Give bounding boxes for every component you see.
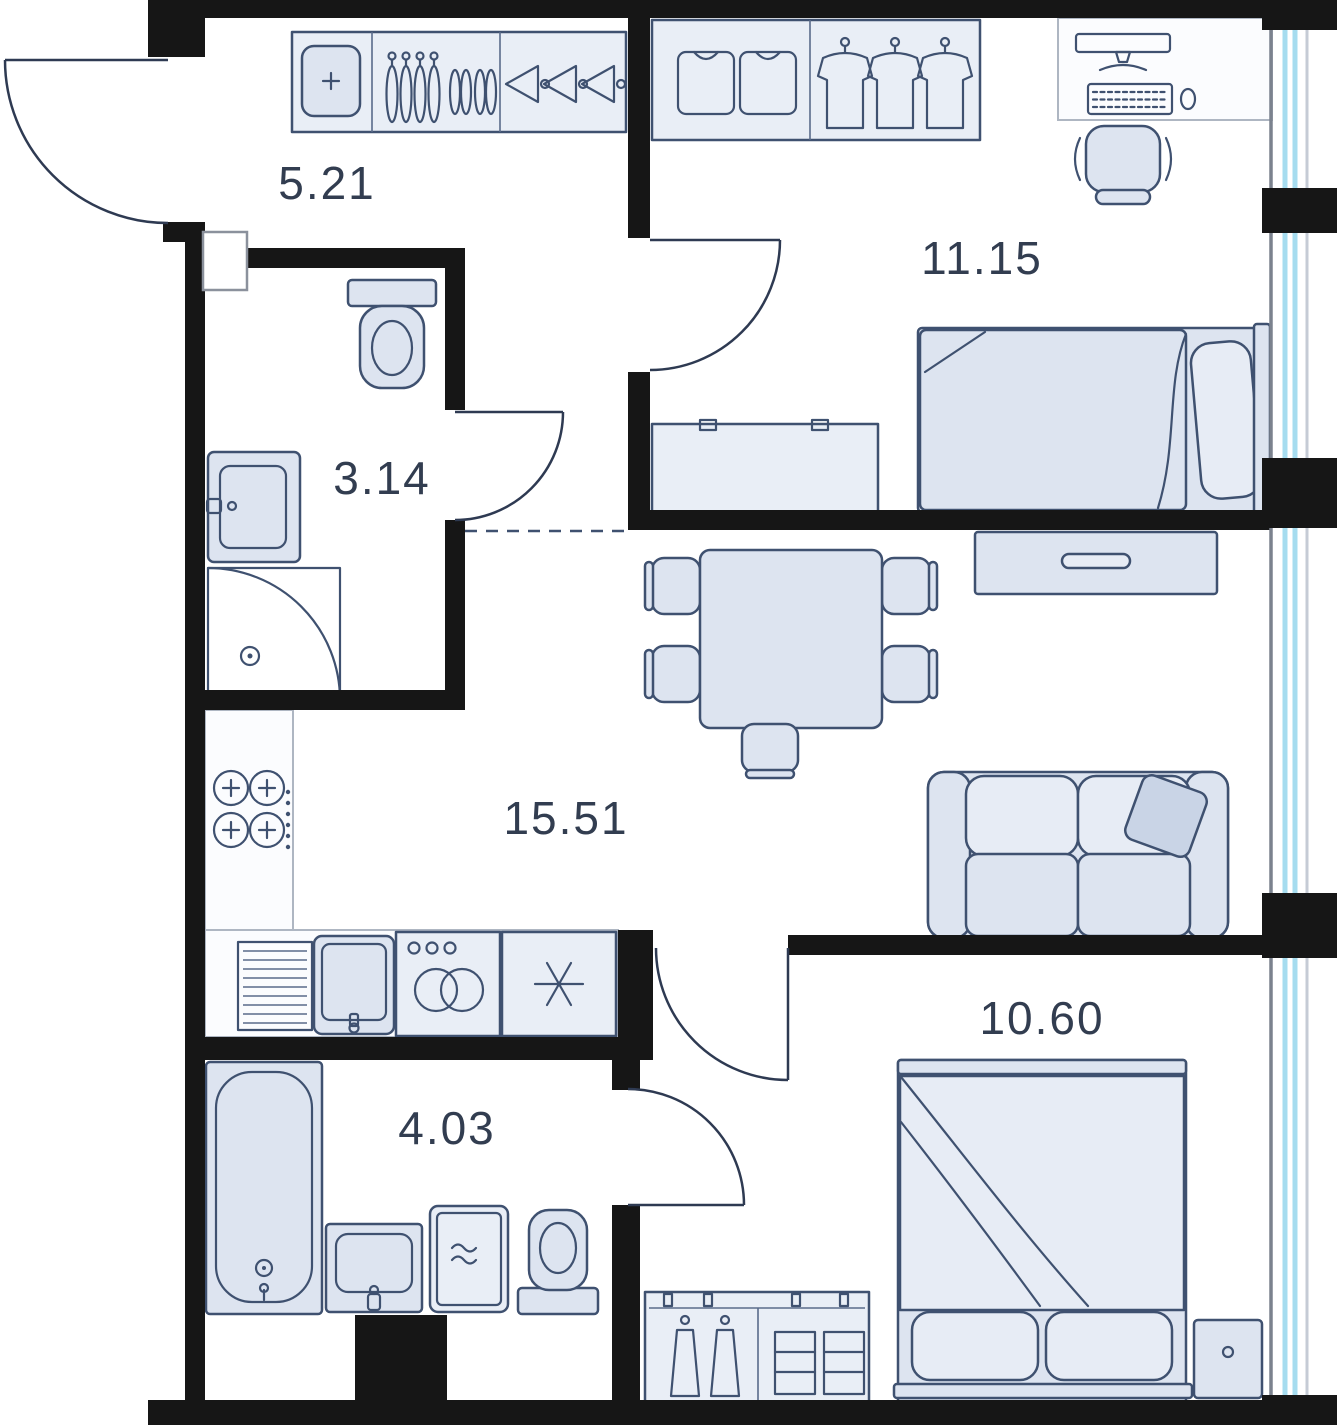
room-label-bedroom-2: 10.60 [979, 992, 1104, 1044]
dresser [973, 530, 1219, 596]
wall-bottom-right [612, 1400, 1287, 1425]
wall-corner-topright [1262, 0, 1337, 30]
headboard [892, 1382, 1194, 1400]
doors [3, 58, 790, 1207]
window-pier [1262, 188, 1337, 233]
console-cabinet [650, 418, 880, 518]
single-bed [916, 322, 1272, 518]
dining-chair [880, 644, 939, 704]
shirt-icon [816, 36, 974, 130]
wall-corner-bottomright [1262, 1395, 1337, 1425]
folded-shirt-icon [676, 50, 798, 116]
window [1269, 30, 1309, 188]
sofa-pillow [1123, 773, 1209, 859]
windows [1269, 30, 1309, 1395]
room-labels: 5.21 3.14 11.15 15.51 4.03 10.60 [278, 157, 1104, 1154]
sofa [926, 770, 1230, 940]
hallway-wardrobe [290, 30, 628, 134]
wall-corner-topleft [148, 0, 205, 57]
blanket [918, 328, 1188, 512]
desk-chair [1073, 124, 1173, 206]
dining-chair [643, 556, 702, 616]
dish-drainer [236, 940, 314, 1032]
drain-icon [254, 1258, 274, 1278]
pillow [1189, 340, 1263, 500]
entrance-door [3, 58, 169, 225]
blanket [898, 1074, 1186, 1312]
footboard [896, 1058, 1188, 1076]
stove-knobs [285, 789, 291, 850]
dining-set [643, 548, 939, 780]
bed-pillow [1044, 1310, 1174, 1382]
washing-machine [428, 1204, 510, 1314]
sofa-seat-cushion [964, 852, 1080, 938]
room-label-bedroom-1: 11.15 [921, 232, 1043, 284]
dishwasher [394, 930, 502, 1038]
window-pier [1262, 893, 1337, 958]
sofa-armrest-left [926, 770, 972, 940]
fridge [500, 930, 618, 1038]
door-bedroom-2 [654, 947, 790, 1082]
hanging-garment-icon [669, 1314, 741, 1398]
dining-table [698, 548, 884, 730]
plus-icon [321, 71, 341, 91]
wall-left [185, 228, 205, 1425]
double-bed [892, 1058, 1194, 1406]
room-label-bathroom-large: 4.03 [398, 1102, 496, 1154]
burner-icon [212, 769, 286, 849]
drain-icon [239, 645, 261, 667]
toilet [346, 278, 438, 390]
desk-setup [1073, 32, 1197, 206]
window [1269, 233, 1309, 458]
kitchen-sink [312, 934, 396, 1036]
nightstand [1192, 1318, 1264, 1400]
room-label-living-kitchen: 15.51 [503, 792, 628, 844]
wall-hall-bedroom1 [628, 0, 650, 238]
shower [206, 566, 342, 702]
door-bathroom-1 [454, 410, 565, 522]
room-label-bathroom-small: 3.14 [333, 452, 431, 504]
door-bedroom-1 [649, 238, 782, 372]
wave-icon [450, 1243, 478, 1265]
sofa-seat-cushion [1076, 852, 1192, 938]
shaft [201, 230, 249, 292]
folded-clothes-icon [773, 1330, 866, 1396]
hanging-garment-icon [504, 64, 627, 104]
mouse-icon [1179, 87, 1197, 111]
bathroom-sink [205, 450, 302, 564]
bed-pillow [910, 1310, 1040, 1382]
bathtub [204, 1060, 324, 1316]
walls [148, 0, 1337, 1425]
monitor-icon [1074, 32, 1172, 72]
entrance-jamb [163, 222, 205, 242]
room-label-hallway: 5.21 [278, 157, 376, 209]
vanity-sink [324, 1222, 424, 1314]
bedroom2-wardrobe [643, 1290, 871, 1404]
hanger-icon [385, 51, 441, 124]
dining-chair [740, 722, 800, 780]
duct-block [355, 1315, 447, 1425]
window [1269, 958, 1309, 1395]
snowflake-icon [533, 961, 585, 1007]
window [1269, 528, 1309, 893]
toilet-2 [516, 1208, 600, 1316]
dining-chair [643, 644, 702, 704]
pouf [300, 44, 362, 118]
shoes-icon [448, 68, 498, 116]
keyboard-icon [1086, 82, 1174, 116]
shower-glass [206, 566, 342, 702]
door-bathroom-2 [627, 1087, 746, 1207]
window-pier [1262, 458, 1337, 528]
stove [212, 769, 291, 850]
sofa-back-cushion [964, 774, 1080, 858]
bedroom1-wardrobe [650, 18, 982, 142]
dining-chair [880, 556, 939, 616]
